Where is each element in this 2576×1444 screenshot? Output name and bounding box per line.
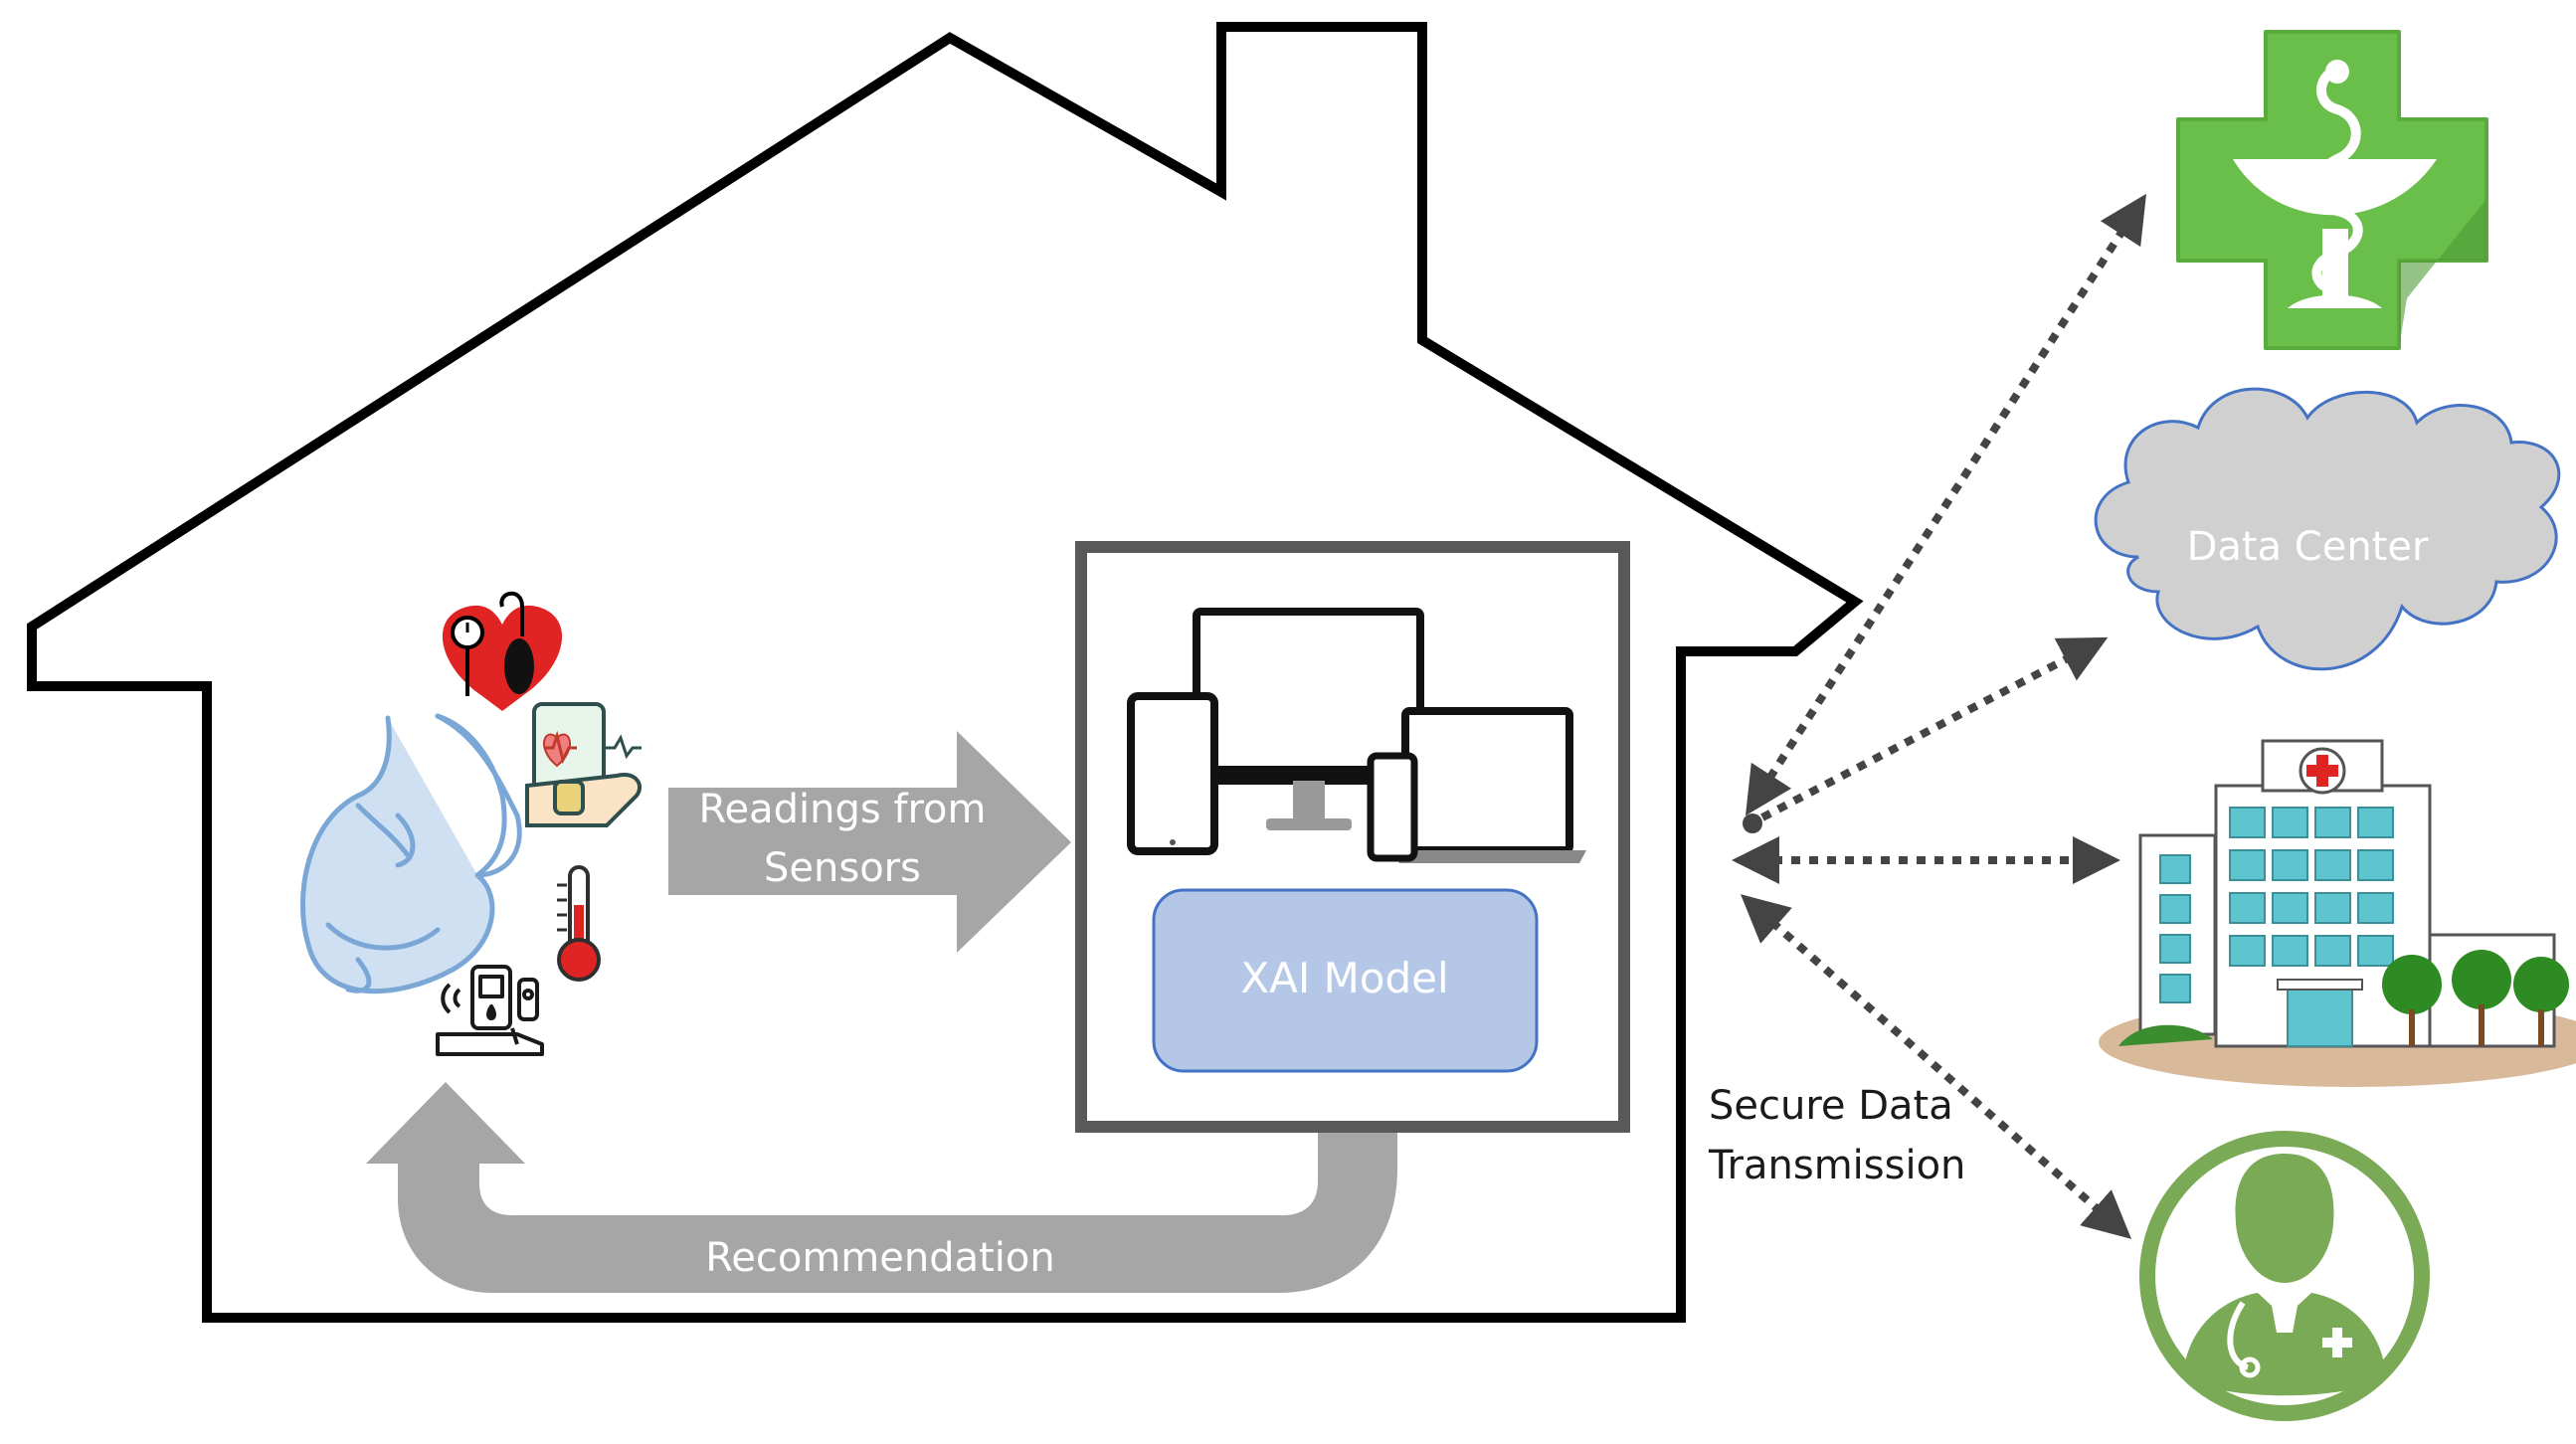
recommendation-arrow [366,1072,1397,1293]
hospital-icon [2099,739,2576,1087]
pregnant-woman-icon [300,713,522,994]
readings-arrow [668,731,1071,953]
secure-label-line2: Transmission [1708,1143,1965,1188]
hub-dot [1743,813,1762,833]
link-data-center [1760,636,2109,821]
link-doctor [1741,894,2131,1239]
readings-label-line2: Sensors [764,845,921,891]
xai-model-label: XAI Model [1240,954,1448,1002]
doctor-icon [2139,1131,2430,1421]
thermometer-icon [557,865,601,982]
link-pharmacy [1745,193,2147,816]
devices-icon [1127,608,1586,863]
house-outline [27,22,1864,1323]
pharmacy-icon [2176,29,2488,350]
secure-label-line1: Secure Data [1709,1083,1953,1129]
data-center-label: Data Center [2187,524,2429,570]
heart-pressure-icon [442,591,563,711]
wearable-ecg-icon [525,702,643,827]
glucose-meter-icon [436,965,544,1056]
readings-label-line1: Readings from [698,787,986,832]
cloud-icon [2094,387,2561,671]
transmission-lines [1732,193,2147,1239]
xai-model-box [1152,888,1539,1073]
recommendation-label: Recommendation [705,1235,1054,1281]
